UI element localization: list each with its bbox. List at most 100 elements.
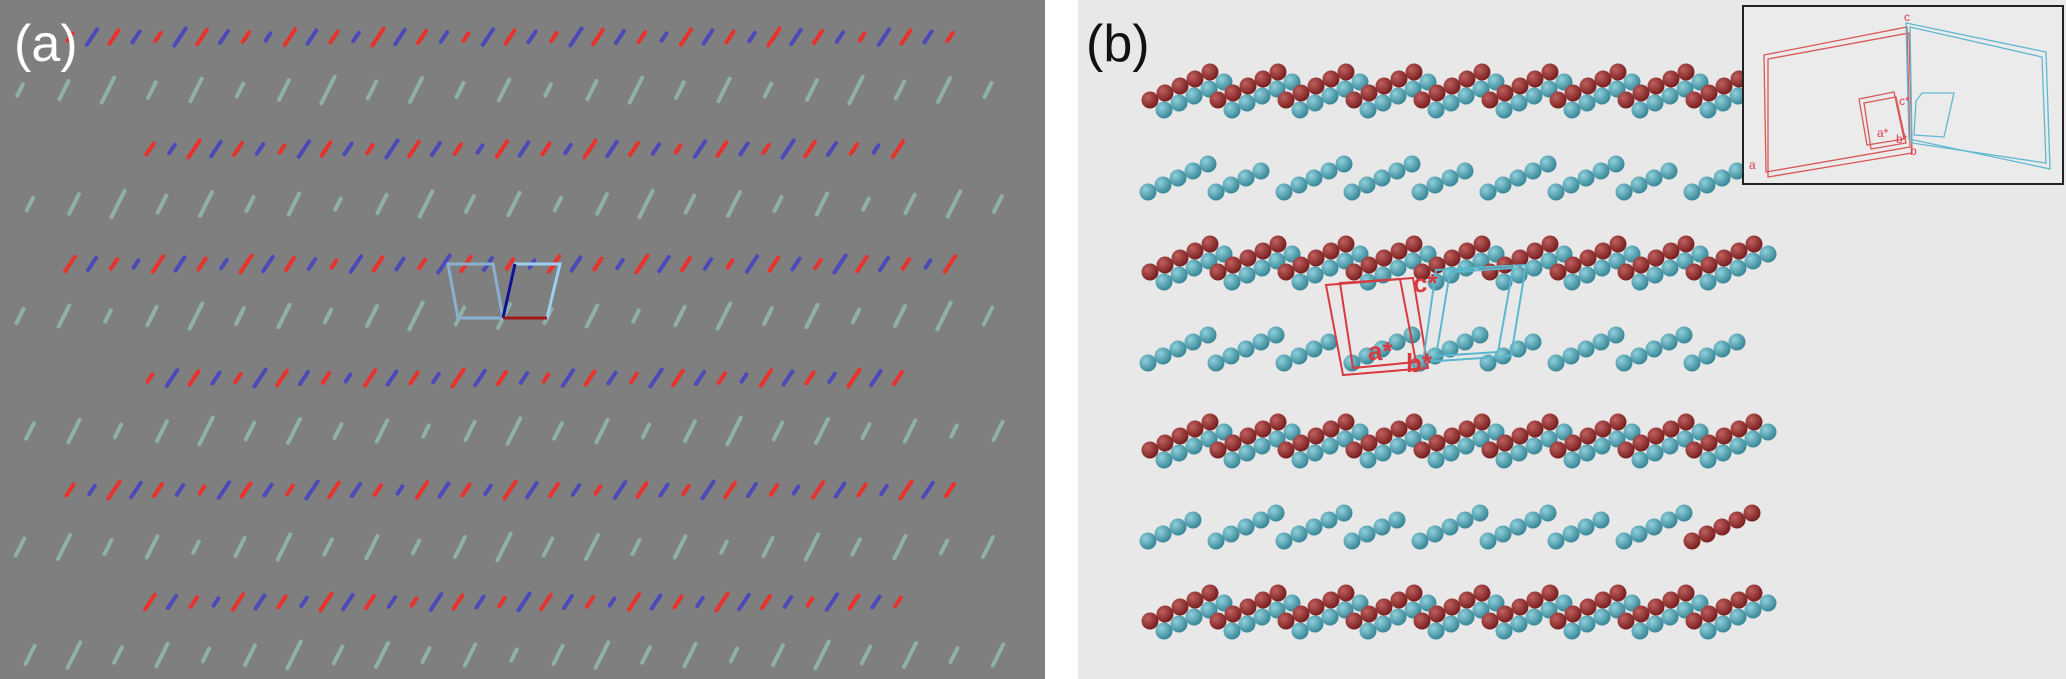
- projected-atom: [218, 29, 230, 45]
- maroon-sphere: [1549, 612, 1567, 630]
- teal-sphere: [1252, 333, 1270, 351]
- maroon-sphere: [1360, 605, 1378, 623]
- projected-atom: [410, 538, 422, 556]
- maroon-sphere: [1730, 420, 1748, 438]
- teal-sphere: [1291, 451, 1309, 469]
- projected-atom: [762, 306, 774, 326]
- panel-b-label: (b): [1086, 15, 1150, 73]
- teal-sphere: [1267, 326, 1285, 344]
- teal-sphere: [1155, 451, 1173, 469]
- maroon-sphere: [1677, 63, 1695, 81]
- teal-sphere: [1253, 259, 1271, 277]
- projected-atom: [938, 538, 950, 556]
- projected-atom: [673, 304, 687, 328]
- projected-atom: [286, 191, 302, 217]
- maroon-sphere: [1224, 605, 1242, 623]
- teal-sphere: [1388, 511, 1406, 529]
- projected-atom: [24, 421, 36, 441]
- projected-atom: [737, 592, 751, 612]
- projected-atom: [629, 371, 639, 385]
- projected-atom: [276, 594, 288, 610]
- maroon-sphere: [1141, 441, 1159, 459]
- projected-atom: [672, 594, 684, 610]
- teal-sphere: [1563, 273, 1581, 291]
- projected-atom: [540, 141, 552, 157]
- projected-atom: [277, 143, 287, 155]
- projected-atom: [374, 418, 390, 444]
- maroon-sphere: [1549, 441, 1567, 459]
- teal-sphere: [1547, 354, 1565, 372]
- projected-atom: [761, 142, 771, 156]
- projected-atom: [130, 29, 142, 45]
- teal-sphere: [1373, 169, 1391, 187]
- projected-atom: [595, 192, 609, 216]
- teal-sphere: [1290, 176, 1308, 194]
- projected-atom: [747, 30, 757, 44]
- projected-atom: [859, 644, 873, 666]
- maroon-sphere: [1632, 256, 1650, 274]
- maroon-sphere: [1443, 249, 1461, 267]
- projected-atom: [541, 372, 551, 384]
- maroon-sphere: [1496, 605, 1514, 623]
- projected-atom: [461, 31, 471, 43]
- projected-atom: [594, 417, 610, 445]
- maroon-sphere: [1496, 434, 1514, 452]
- projected-atom: [296, 139, 312, 159]
- projected-atom: [172, 26, 188, 48]
- projected-atom: [364, 594, 376, 610]
- projected-atom: [640, 422, 652, 440]
- projected-atom: [408, 370, 420, 386]
- teal-sphere: [1457, 87, 1475, 105]
- projected-atom: [702, 257, 714, 271]
- maroon-sphere: [1224, 256, 1242, 274]
- maroon-sphere: [1713, 518, 1731, 536]
- maroon-sphere: [1511, 598, 1529, 616]
- teal-sphere: [1358, 525, 1376, 543]
- projected-atom: [674, 80, 686, 100]
- maroon-sphere: [1201, 584, 1219, 602]
- teal-sphere: [1253, 608, 1271, 626]
- projected-atom: [627, 75, 645, 105]
- projected-atom: [945, 30, 955, 44]
- projected-atom: [191, 539, 201, 555]
- teal-sphere: [1646, 444, 1664, 462]
- teal-sphere: [1615, 532, 1633, 550]
- projected-atom: [628, 141, 640, 157]
- projected-atom: [746, 482, 758, 498]
- teal-sphere: [1207, 354, 1225, 372]
- teal-sphere: [1306, 266, 1324, 284]
- projected-atom: [634, 253, 650, 275]
- projected-atom: [981, 305, 995, 327]
- maroon-sphere: [1413, 612, 1431, 630]
- maroon-sphere: [1390, 70, 1408, 88]
- projected-atom: [431, 371, 441, 385]
- projected-atom: [153, 30, 163, 44]
- teal-sphere: [1631, 273, 1649, 291]
- maroon-sphere: [1360, 434, 1378, 452]
- projected-atom: [509, 647, 519, 663]
- teal-sphere: [1389, 608, 1407, 626]
- teal-sphere: [1184, 333, 1202, 351]
- projected-atom: [417, 257, 427, 271]
- projected-atom: [857, 31, 867, 43]
- teal-sphere: [1577, 518, 1595, 536]
- teal-sphere: [1593, 87, 1611, 105]
- teal-sphere: [1320, 162, 1338, 180]
- maroon-sphere: [1443, 598, 1461, 616]
- projected-atom: [715, 140, 729, 158]
- maroon-sphere: [1171, 77, 1189, 95]
- projected-atom: [832, 253, 848, 275]
- maroon-sphere: [1685, 263, 1703, 281]
- projected-atom: [351, 30, 361, 44]
- maroon-sphere: [1443, 427, 1461, 445]
- projected-atom: [107, 28, 121, 46]
- teal-sphere: [1359, 622, 1377, 640]
- teal-sphere: [1524, 162, 1542, 180]
- teal-sphere: [1223, 273, 1241, 291]
- teal-sphere: [1525, 608, 1543, 626]
- teal-sphere: [1577, 169, 1595, 187]
- maroon-sphere: [1292, 605, 1310, 623]
- maroon-sphere: [1564, 605, 1582, 623]
- projected-atom: [112, 422, 124, 440]
- teal-sphere: [1291, 622, 1309, 640]
